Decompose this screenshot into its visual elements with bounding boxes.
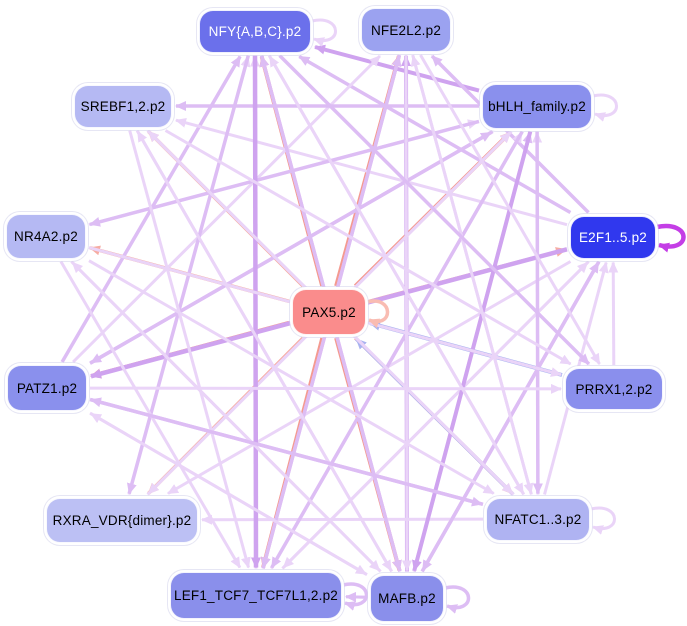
edge-BHLH-to-LEF1	[270, 130, 524, 569]
node-label: PRRX1,2.p2	[575, 381, 653, 397]
self-loops-group	[311, 18, 686, 614]
edge-E2F-to-RXRA	[167, 260, 572, 495]
node-SREBF[interactable]: SREBF1,2.p2	[74, 84, 172, 128]
node-label: NFY{A,B,C}.p2	[208, 23, 302, 39]
self-loop-NFY	[311, 18, 337, 47]
edge-NFY-to-LEF1	[250, 55, 261, 569]
node-PATZ1[interactable]: PATZ1.p2	[7, 365, 87, 411]
edge-PRRX-to-E2F	[608, 261, 619, 366]
edge-BHLH-to-NR4A2	[89, 119, 480, 227]
edge-NFE2L2-to-NFATC	[411, 54, 534, 495]
node-label: LEF1_TCF7_TCF7L1,2.p2	[173, 587, 339, 603]
edge-NR4A2-to-MAFB	[70, 260, 381, 572]
node-label: E2F1..5.p2	[578, 229, 648, 245]
self-loop-MAFB	[444, 585, 471, 614]
node-label: NR4A2.p2	[14, 228, 78, 244]
edge-NFATC-to-RXRA	[201, 514, 484, 525]
edge-NR4A2-to-NFATC	[88, 259, 495, 495]
edge-E2F-to-SREBF	[175, 117, 568, 227]
edge-NFY-to-PRRX	[278, 54, 591, 366]
node-NFATC[interactable]: NFATC1..3.p2	[486, 497, 590, 541]
self-loop-NFATC	[590, 506, 616, 535]
node-NR4A2[interactable]: NR4A2.p2	[6, 213, 86, 259]
node-NFY[interactable]: NFY{A,B,C}.p2	[199, 9, 311, 53]
node-label: RXRA_VDR{dimer}.p2	[52, 512, 192, 528]
node-E2F[interactable]: E2F1..5.p2	[570, 215, 656, 259]
edge-PATZ1-to-NFATC	[89, 397, 483, 507]
edge-PATZ1-to-MAFB	[89, 411, 367, 576]
node-MAFB[interactable]: MAFB.p2	[370, 574, 444, 622]
self-loop-E2F	[656, 223, 686, 253]
node-label: NFATC1..3.p2	[494, 511, 582, 527]
node-label: bHLH_family.p2	[488, 98, 586, 114]
node-LEF1[interactable]: LEF1_TCF7_TCF7L1,2.p2	[170, 571, 342, 619]
edge-NFE2L2-to-PRRX	[419, 54, 601, 365]
edge-NFY-to-NFATC	[267, 54, 525, 495]
node-RXRA[interactable]: RXRA_VDR{dimer}.p2	[46, 497, 198, 543]
edge-SREBF-to-PRRX	[164, 129, 572, 366]
edge-NFE2L2-to-MAFB	[401, 54, 412, 572]
node-label: NFE2L2.p2	[370, 22, 442, 38]
node-NFE2L2[interactable]: NFE2L2.p2	[361, 8, 451, 52]
node-label: PAX5.p2	[302, 304, 356, 320]
self-loop-LEF1	[342, 582, 369, 611]
edge-SREBF-to-MAFB	[135, 129, 393, 572]
node-PRRX[interactable]: PRRX1,2.p2	[565, 368, 663, 410]
node-PAX5[interactable]: PAX5.p2	[292, 289, 366, 335]
self-loop-BHLH	[592, 93, 618, 122]
node-label: MAFB.p2	[378, 590, 436, 606]
node-label: PATZ1.p2	[16, 380, 78, 396]
edge-BHLH-to-PATZ1	[90, 129, 494, 365]
self-loop-PAX5	[366, 299, 390, 329]
node-label: SREBF1,2.p2	[80, 98, 166, 114]
node-BHLH[interactable]: bHLH_family.p2	[482, 83, 592, 129]
edge-PATZ1-to-PRRX	[89, 383, 562, 394]
